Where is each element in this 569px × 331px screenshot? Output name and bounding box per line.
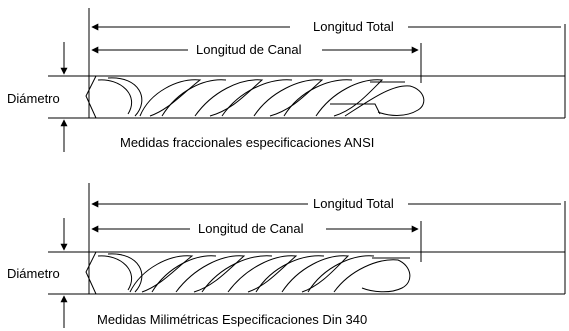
drill-flutes <box>97 77 425 117</box>
caption: Medidas Milimétricas Especificaciones Di… <box>97 312 367 327</box>
drill-body-outline <box>85 75 565 119</box>
caption: Medidas fraccionales especificaciones AN… <box>120 135 374 150</box>
drill-flutes <box>97 253 411 293</box>
diameter-label: Diámetro <box>7 91 60 106</box>
total-length-label: Longitud Total <box>313 196 394 211</box>
figure-din <box>48 183 566 328</box>
flute-length-label: Longitud de Canal <box>196 42 302 57</box>
figure-ansi <box>48 8 566 152</box>
total-length-label: Longitud Total <box>313 19 394 34</box>
diameter-label: Diámetro <box>7 266 60 281</box>
drill-body-outline <box>85 251 565 295</box>
flute-length-label: Longitud de Canal <box>198 221 304 236</box>
